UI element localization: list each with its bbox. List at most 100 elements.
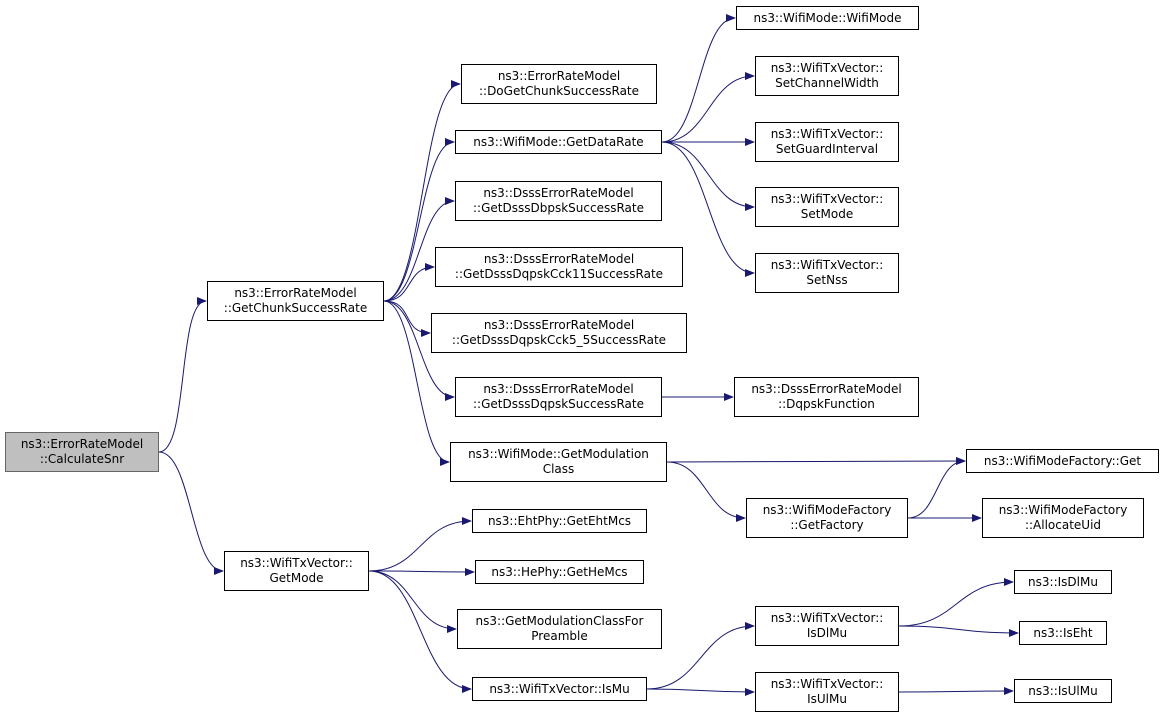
node-dsss-dqpsk-line-2: ::GetDsssDqpskSuccessRate [473, 397, 644, 411]
node-get-modulation-class-for-preamble-line-2: Preamble [531, 629, 588, 643]
node-wifimode-get-data-rate[interactable]: ns3::WifiMode::GetDataRate [455, 130, 662, 154]
node-is-dl-mu[interactable]: ns3::IsDlMu [1014, 570, 1112, 594]
edge-txvector-get-mode-to-he-get-he-mcs [368, 567, 475, 576]
node-dsss-dqpsk-cck11-line-2: ::GetDsssDqpskCck11SuccessRate [454, 267, 664, 281]
node-txvector-is-ul-mu-line-1: ns3::WifiTxVector:: [770, 677, 884, 691]
edge-txvector-is-mu-to-txvector-is-dl-mu [646, 622, 755, 690]
node-txvector-get-mode-line-2: GetMode [269, 571, 324, 585]
node-factory-get-line-1: ns3::WifiModeFactory::Get [983, 453, 1142, 468]
node-dsss-dqpsk-cck11-line-1: ns3::DsssErrorRateModel [483, 252, 635, 266]
node-txvector-is-mu[interactable]: ns3::WifiTxVector::IsMu [472, 677, 647, 701]
edge-get-chunk-success-rate-to-dsss-dqpsk-cck11 [383, 263, 435, 302]
node-set-guard-interval[interactable]: ns3::WifiTxVector:: SetGuardInterval [755, 122, 899, 162]
node-get-modulation-class-for-preamble[interactable]: ns3::GetModulationClassFor Preamble [457, 609, 662, 649]
node-txvector-is-dl-mu[interactable]: ns3::WifiTxVector:: IsDlMu [755, 606, 899, 646]
edge-get-chunk-success-rate-to-dsss-dqpsk [383, 300, 455, 401]
edge-txvector-is-dl-mu-to-is-dl-mu [898, 578, 1014, 627]
node-is-dl-mu-line-1: ns3::IsDlMu [1028, 574, 1098, 589]
node-set-mode-line-2: SetMode [800, 207, 854, 221]
edge-wifimode-get-data-rate-to-wifimode-ctor [661, 14, 736, 143]
node-get-modulation-class-for-preamble-line-1: ns3::GetModulationClassFor [475, 614, 644, 628]
node-wifimode-get-modulation-class[interactable]: ns3::WifiMode::GetModulation Class [450, 442, 667, 482]
node-factory-get-factory[interactable]: ns3::WifiModeFactory ::GetFactory [746, 498, 908, 538]
node-factory-allocate-uid[interactable]: ns3::WifiModeFactory ::AllocateUid [982, 498, 1144, 538]
node-dsss-dbpsk[interactable]: ns3::DsssErrorRateModel ::GetDsssDbpskSu… [455, 181, 662, 221]
node-do-get-chunk-success-rate-line-1: ns3::ErrorRateModel [497, 69, 621, 83]
node-dsss-dqpsk-cck5-line-2: ::GetDsssDqpskCck5_5SuccessRate [451, 333, 667, 347]
node-set-channel-width-line-1: ns3::WifiTxVector:: [770, 61, 884, 75]
edge-get-chunk-success-rate-to-dsss-dbpsk [383, 197, 455, 302]
node-txvector-get-mode[interactable]: ns3::WifiTxVector:: GetMode [224, 551, 369, 591]
node-set-guard-interval-line-2: SetGuardInterval [775, 142, 879, 156]
edge-get-chunk-success-rate-to-wifimode-get-modulation-class [383, 300, 450, 466]
node-calculate-snr-line-1: ns3::ErrorRateModel [20, 437, 144, 451]
node-dsss-dqpsk-cck11[interactable]: ns3::DsssErrorRateModel ::GetDsssDqpskCc… [435, 247, 683, 287]
node-set-nss-line-2: SetNss [806, 273, 848, 287]
node-dqpsk-function[interactable]: ns3::DsssErrorRateModel ::DqpskFunction [734, 377, 919, 417]
edge-get-chunk-success-rate-to-dsss-dqpsk-cck5 [383, 300, 431, 337]
node-set-nss-line-1: ns3::WifiTxVector:: [770, 258, 884, 272]
node-factory-allocate-uid-line-2: ::AllocateUid [1024, 518, 1102, 532]
edge-txvector-get-mode-to-eht-get-eht-mcs [368, 517, 472, 572]
node-txvector-is-mu-line-1: ns3::WifiTxVector::IsMu [489, 681, 630, 696]
edge-txvector-is-dl-mu-to-is-eht [898, 625, 1019, 637]
node-dsss-dqpsk-cck5[interactable]: ns3::DsssErrorRateModel ::GetDsssDqpskCc… [431, 313, 687, 353]
node-calculate-snr-line-2: ::CalculateSnr [39, 452, 125, 466]
node-he-get-he-mcs-line-1: ns3::HePhy::GetHeMcs [491, 564, 628, 579]
node-dsss-dqpsk-cck5-line-1: ns3::DsssErrorRateModel [483, 318, 635, 332]
node-factory-get-factory-line-1: ns3::WifiModeFactory [762, 503, 892, 517]
node-wifimode-get-modulation-class-line-2: Class [542, 462, 575, 476]
node-txvector-is-ul-mu[interactable]: ns3::WifiTxVector:: IsUlMu [755, 672, 899, 712]
edge-factory-get-factory-to-factory-get [907, 457, 966, 519]
edge-get-chunk-success-rate-to-do-get-chunk-success-rate [383, 80, 461, 302]
edge-wifimode-get-data-rate-to-set-channel-width [661, 72, 755, 143]
node-txvector-is-dl-mu-line-2: IsDlMu [806, 626, 848, 640]
node-is-eht[interactable]: ns3::IsEht [1019, 621, 1107, 645]
edge-get-chunk-success-rate-to-wifimode-get-data-rate [383, 138, 455, 302]
node-get-chunk-success-rate-line-2: ::GetChunkSuccessRate [223, 301, 368, 315]
node-is-ul-mu-line-1: ns3::IsUlMu [1028, 683, 1098, 698]
node-factory-get[interactable]: ns3::WifiModeFactory::Get [966, 449, 1159, 473]
node-wifimode-get-data-rate-line-1: ns3::WifiMode::GetDataRate [473, 134, 644, 149]
edge-wifimode-get-data-rate-to-set-mode [661, 141, 755, 211]
node-get-chunk-success-rate[interactable]: ns3::ErrorRateModel ::GetChunkSuccessRat… [207, 281, 384, 321]
node-dsss-dbpsk-line-2: ::GetDsssDbpskSuccessRate [473, 201, 644, 215]
node-txvector-is-dl-mu-line-1: ns3::WifiTxVector:: [770, 611, 884, 625]
edge-txvector-get-mode-to-get-modulation-class-for-preamble [368, 570, 457, 633]
node-set-guard-interval-line-1: ns3::WifiTxVector:: [770, 127, 884, 141]
node-set-mode[interactable]: ns3::WifiTxVector:: SetMode [755, 187, 899, 227]
node-set-nss[interactable]: ns3::WifiTxVector:: SetNss [755, 253, 899, 293]
edge-txvector-is-ul-mu-to-is-ul-mu [898, 687, 1014, 696]
edge-txvector-is-mu-to-txvector-is-ul-mu [646, 687, 755, 696]
edge-calculate-snr-to-txvector-get-mode [158, 451, 224, 575]
node-dsss-dqpsk[interactable]: ns3::DsssErrorRateModel ::GetDsssDqpskSu… [455, 377, 662, 417]
node-txvector-get-mode-line-1: ns3::WifiTxVector:: [240, 556, 353, 570]
edge-wifimode-get-data-rate-to-set-nss [661, 141, 755, 277]
node-dqpsk-function-line-1: ns3::DsssErrorRateModel [751, 382, 902, 396]
node-do-get-chunk-success-rate[interactable]: ns3::ErrorRateModel ::DoGetChunkSuccessR… [461, 64, 657, 104]
edge-wifimode-get-modulation-class-to-factory-get [666, 457, 966, 466]
node-dsss-dqpsk-line-1: ns3::DsssErrorRateModel [483, 382, 634, 396]
node-is-ul-mu[interactable]: ns3::IsUlMu [1014, 679, 1112, 703]
edge-txvector-get-mode-to-txvector-is-mu [368, 570, 472, 693]
node-dsss-dbpsk-line-1: ns3::DsssErrorRateModel [483, 186, 634, 200]
node-txvector-is-ul-mu-line-2: IsUlMu [807, 692, 847, 706]
node-set-channel-width-line-2: SetChannelWidth [775, 76, 879, 90]
node-get-chunk-success-rate-line-1: ns3::ErrorRateModel [234, 286, 357, 300]
node-factory-get-factory-line-2: ::GetFactory [790, 518, 864, 532]
node-do-get-chunk-success-rate-line-2: ::DoGetChunkSuccessRate [478, 84, 640, 98]
node-is-eht-line-1: ns3::IsEht [1033, 625, 1093, 640]
node-set-channel-width[interactable]: ns3::WifiTxVector:: SetChannelWidth [755, 56, 899, 96]
edge-wifimode-get-modulation-class-to-factory-get-factory [666, 461, 746, 522]
node-wifimode-ctor-line-1: ns3::WifiMode::WifiMode [753, 10, 902, 25]
node-set-mode-line-1: ns3::WifiTxVector:: [770, 192, 884, 206]
node-calculate-snr: ns3::ErrorRateModel ::CalculateSnr [5, 432, 159, 472]
node-he-get-he-mcs[interactable]: ns3::HePhy::GetHeMcs [475, 560, 644, 584]
node-factory-allocate-uid-line-1: ns3::WifiModeFactory [998, 503, 1128, 517]
node-wifimode-ctor[interactable]: ns3::WifiMode::WifiMode [736, 6, 919, 30]
node-eht-get-eht-mcs-line-1: ns3::EhtPhy::GetEhtMcs [487, 513, 632, 528]
node-eht-get-eht-mcs[interactable]: ns3::EhtPhy::GetEhtMcs [472, 509, 647, 533]
edge-calculate-snr-to-get-chunk-success-rate [158, 297, 207, 453]
